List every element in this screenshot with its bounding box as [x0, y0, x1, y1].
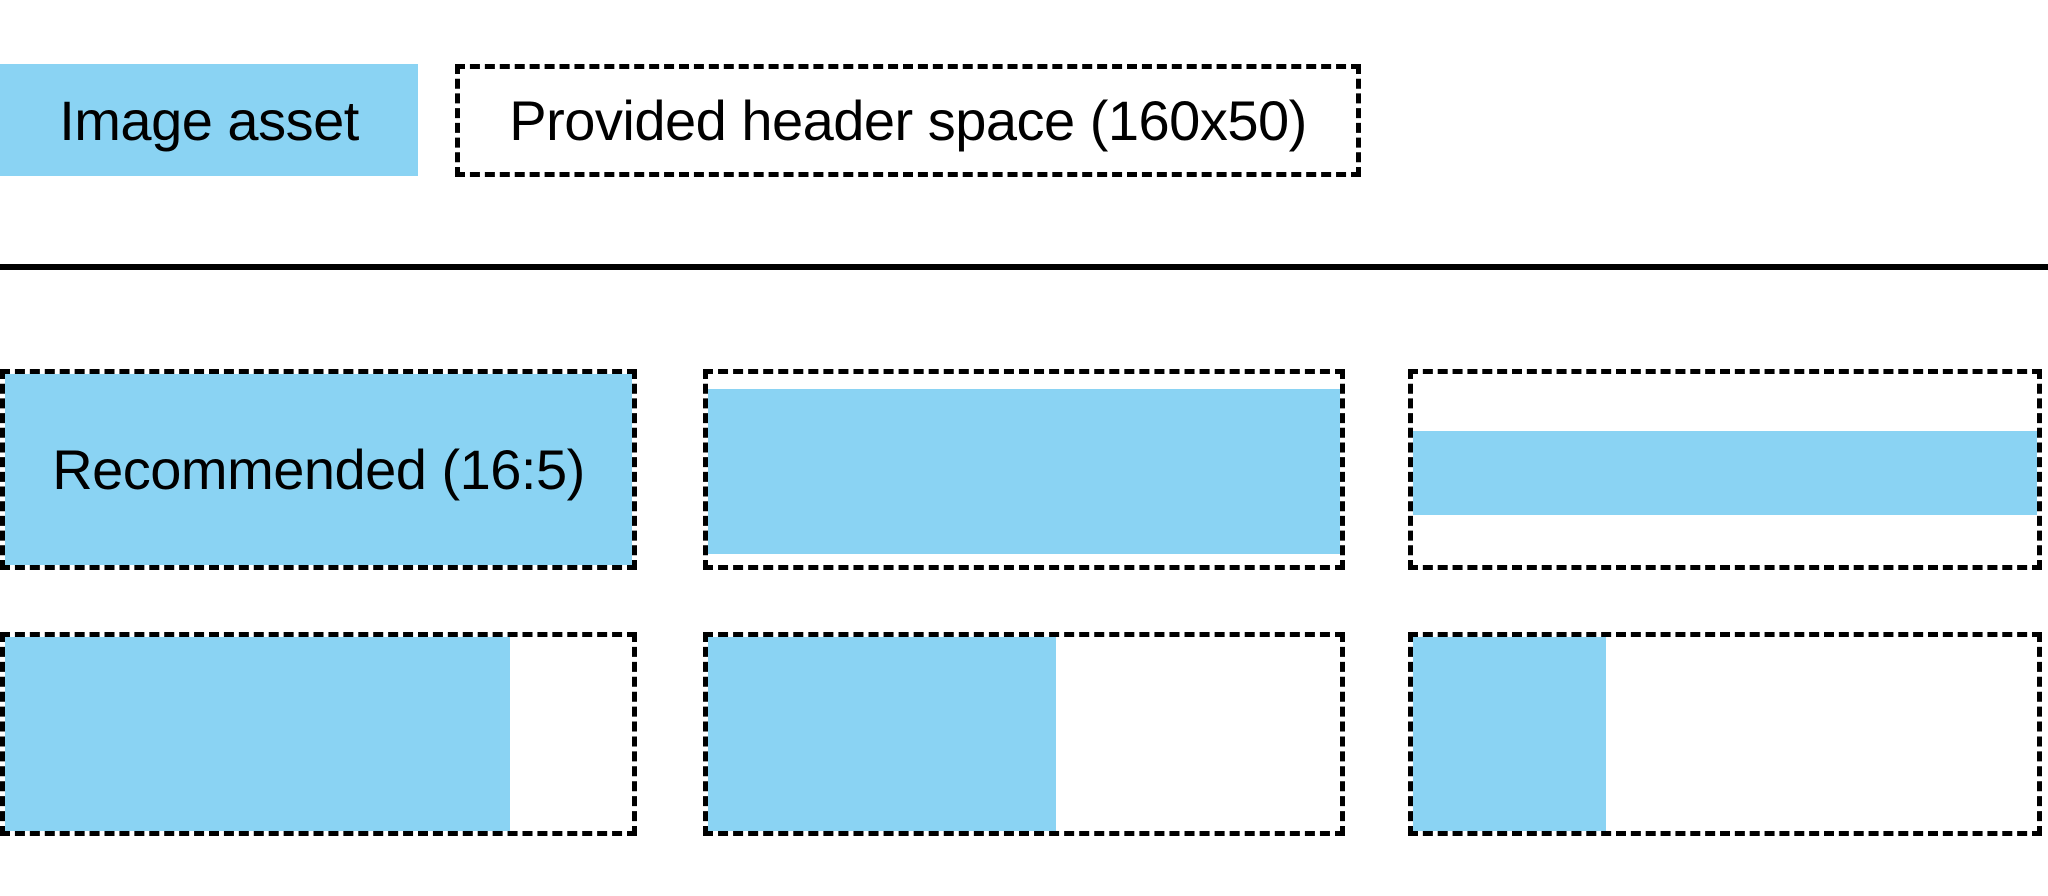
image-asset-fill — [1413, 431, 2037, 516]
provided-header-space-label: Provided header space (160x50) — [509, 89, 1307, 152]
image-asset-fill — [1413, 637, 1607, 831]
example-tall-asset-small-horizontal-gap — [0, 632, 637, 836]
section-divider — [0, 264, 2048, 270]
recommended-label-wrap: Recommended (16:5) — [5, 374, 632, 565]
image-asset-swatch: Image asset — [0, 64, 418, 176]
image-asset-fill — [5, 637, 510, 831]
recommended-label: Recommended (16:5) — [52, 438, 585, 501]
example-very-tall-asset-third-width — [1408, 632, 2042, 836]
image-asset-label: Image asset — [59, 88, 359, 152]
image-asset-fill — [708, 389, 1340, 554]
example-taller-asset-half-width — [703, 632, 1345, 836]
image-asset-fill — [708, 637, 1056, 831]
example-very-wide-asset-centered-bar — [1408, 369, 2042, 570]
example-recommended-16-5: Recommended (16:5) — [0, 369, 637, 570]
image-asset-fill — [5, 374, 632, 565]
example-wide-asset-small-vertical-gaps — [703, 369, 1345, 570]
provided-header-space-box: Provided header space (160x50) — [455, 64, 1361, 177]
